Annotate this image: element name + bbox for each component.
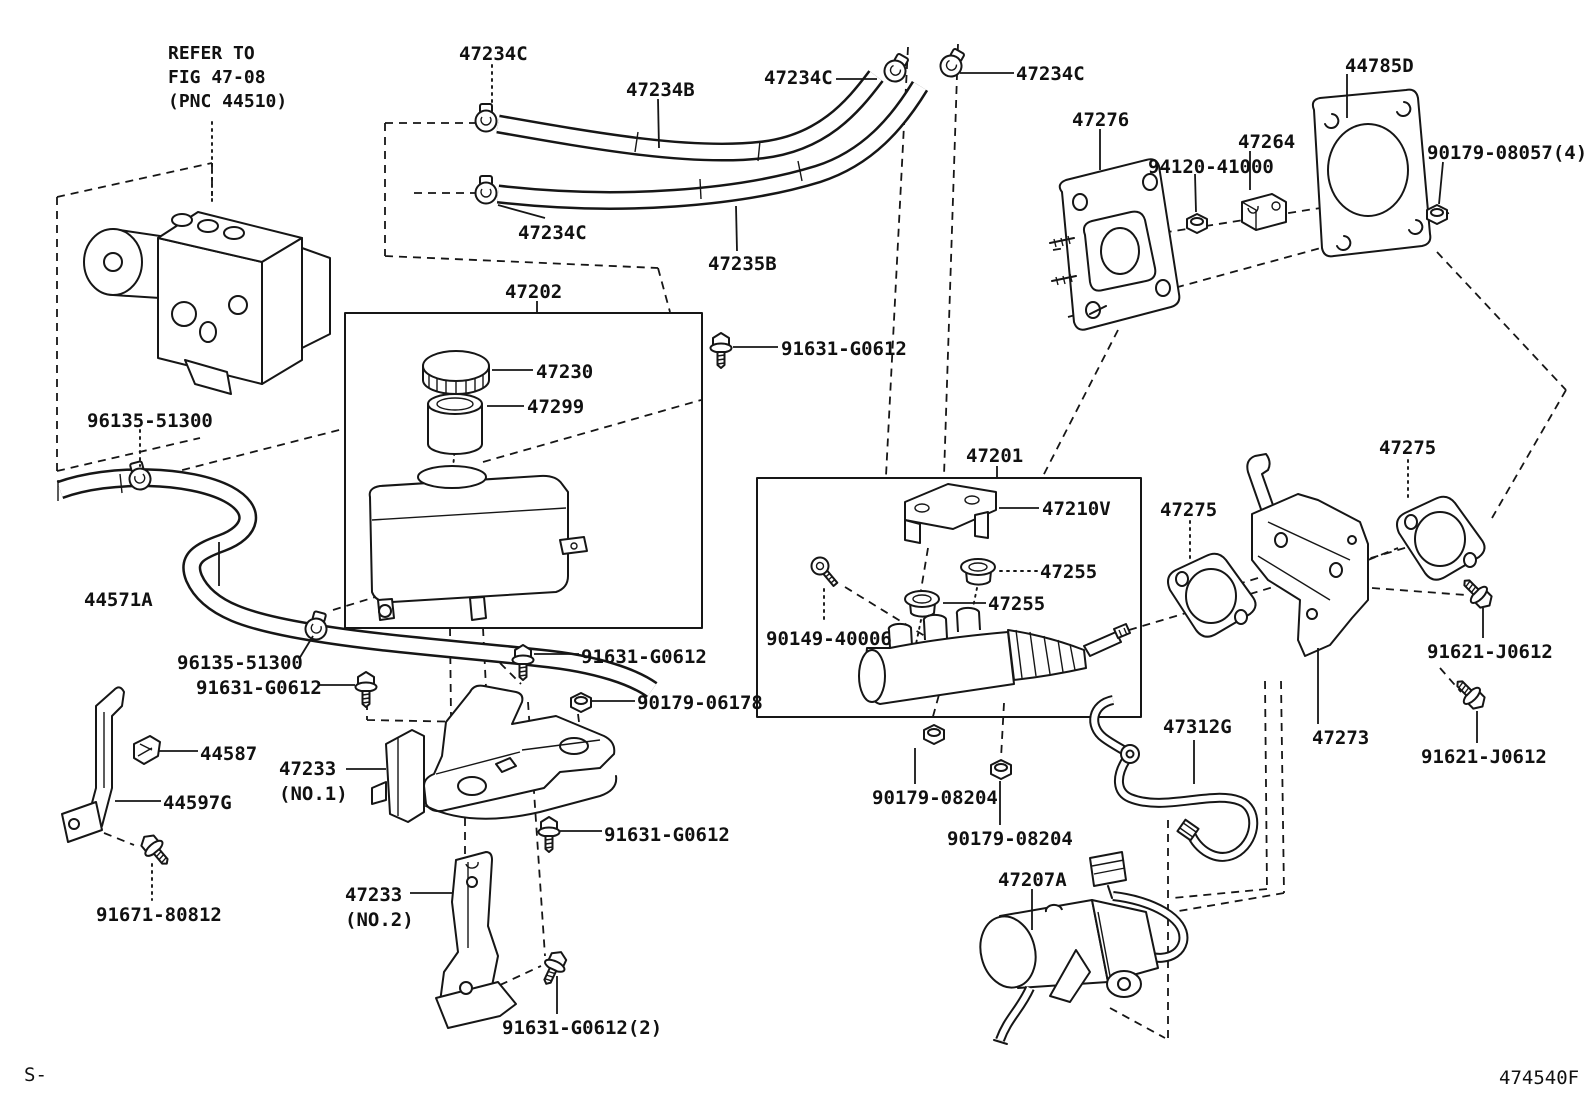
nut-90179-08057 [1426, 204, 1448, 225]
part-label-footer-left: S- [24, 1064, 47, 1086]
part-label-footer-right: 474540F [1499, 1067, 1580, 1089]
part-label-90179-06178: 90179-06178 [637, 692, 763, 714]
hose-47234b [496, 70, 884, 162]
part-label-94120-41000: 94120-41000 [1148, 156, 1274, 178]
part-label-47210v: 47210V [1042, 498, 1111, 520]
grommet-47255-lower [904, 590, 940, 618]
part-label-47234b: 47234B [626, 79, 695, 101]
master-cylinder-assembly-47201 [756, 477, 1142, 718]
reservoir-assembly-47202 [344, 312, 703, 629]
clip-44587 [133, 735, 161, 765]
reservoir-tank [368, 465, 588, 621]
construction-dashed-lines [56, 43, 1567, 1039]
reservoir-filter-47299 [427, 393, 483, 455]
part-label-47276: 47276 [1072, 109, 1130, 131]
part-label-47234c-4: 47234C [518, 222, 587, 244]
bracket-47233-no2 [435, 851, 517, 1029]
part-label-47275-a: 47275 [1160, 499, 1218, 521]
screw-90149 [810, 556, 839, 587]
plate-47276 [1049, 158, 1181, 331]
gasket-47275-left [1167, 552, 1257, 638]
part-label-47230: 47230 [536, 361, 594, 383]
part-label-91631-g0612-d: 91631-G0612 [604, 824, 730, 846]
bracket-47233-no1 [371, 684, 618, 823]
master-cylinder-body [858, 606, 1131, 705]
part-label-90179-08204-b: 90179-08204 [947, 828, 1073, 850]
nut-90179-08204-b [990, 759, 1012, 780]
part-label-47201: 47201 [966, 445, 1024, 467]
bracket-47273 [1246, 453, 1369, 657]
bracket-47210v [904, 483, 997, 544]
hose-44571a [56, 468, 658, 698]
hose-47235b [496, 81, 929, 210]
part-label-44571a: 44571A [84, 589, 153, 611]
part-label-47202: 47202 [505, 281, 563, 303]
part-label-44587: 44587 [200, 743, 258, 765]
part-label-47255-a: 47255 [1040, 561, 1098, 583]
bolt-91631-c [511, 644, 535, 681]
nut-90179-08204-a [923, 724, 945, 745]
part-label-47273: 47273 [1312, 727, 1370, 749]
abs-actuator-drawing [83, 211, 331, 395]
bolt-91631-a [709, 332, 733, 369]
bolt-91631-e [535, 946, 572, 990]
plate-44785d [1311, 88, 1432, 258]
part-label-44785d: 44785D [1345, 55, 1414, 77]
gasket-47275-right [1396, 495, 1486, 581]
bracket-44597g [61, 686, 125, 843]
part-label-refer-note: REFER TO FIG 47-08 (PNC 44510) [168, 43, 288, 112]
part-label-90149-40006: 90149-40006 [766, 628, 892, 650]
part-label-47234c-1: 47234C [459, 43, 528, 65]
part-label-47234c-2: 47234C [764, 67, 833, 89]
nut-90179-06178 [570, 692, 592, 713]
part-label-96135-51300-a: 96135-51300 [87, 410, 213, 432]
bolt-91631-d [537, 816, 561, 853]
part-label-91631-g0612-b: 91631-G0612 [196, 677, 322, 699]
part-label-91621-j0612-b: 91621-J0612 [1421, 746, 1547, 768]
part-label-47312g: 47312G [1163, 716, 1232, 738]
bolt-91671 [135, 829, 176, 872]
grommet-47255-upper [960, 558, 996, 586]
part-label-91631-g0612-a: 91631-G0612 [781, 338, 907, 360]
leader-lines [115, 64, 1484, 1014]
clamp-47234c-1 [474, 103, 498, 133]
part-label-91671-80812: 91671-80812 [96, 904, 222, 926]
clamp-47234c-4 [935, 45, 970, 82]
nut-94120 [1186, 213, 1208, 234]
part-label-47299: 47299 [527, 396, 585, 418]
part-label-47275-b: 47275 [1379, 437, 1437, 459]
part-label-91631-g0612-e: 91631-G0612(2) [502, 1017, 663, 1039]
part-label-96135-51300-b: 96135-51300 [177, 652, 303, 674]
part-label-47235b: 47235B [708, 253, 777, 275]
part-label-47264: 47264 [1238, 131, 1296, 153]
part-label-44597g: 44597G [163, 792, 232, 814]
part-label-91631-g0612-c: 91631-G0612 [581, 646, 707, 668]
actuator-47207a [979, 851, 1189, 1045]
part-label-90179-08204-a: 90179-08204 [872, 787, 998, 809]
part-label-47207a: 47207A [998, 869, 1067, 891]
bolt-91631-b [354, 671, 378, 708]
bolt-91621-a [1456, 572, 1498, 614]
part-label-47233-no2: 47233 (NO.2) [345, 884, 414, 932]
clamp-47234c-2 [474, 175, 498, 205]
clamp-47264 [1241, 193, 1287, 231]
part-label-90179-08057: 90179-08057(4) [1427, 142, 1588, 164]
bolt-91621-b [1449, 673, 1491, 715]
reservoir-cap-47230 [422, 350, 490, 395]
part-label-47234c-3: 47234C [1016, 63, 1085, 85]
part-label-91621-j0612-a: 91621-J0612 [1427, 641, 1553, 663]
part-label-47255-b: 47255 [988, 593, 1046, 615]
pipe-47312g [1089, 695, 1259, 862]
part-label-47233-no1: 47233 (NO.1) [279, 758, 348, 806]
